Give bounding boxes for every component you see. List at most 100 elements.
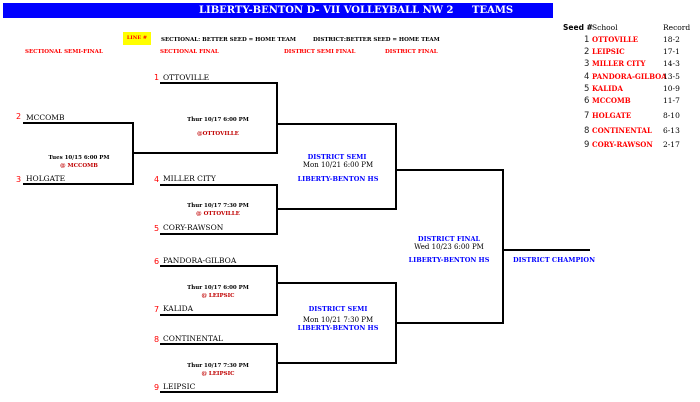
- team-name: OTTOVILLE: [163, 73, 210, 82]
- team-row-seed: 8: [584, 126, 590, 136]
- record-header: Record: [663, 23, 691, 32]
- team-row-school: MILLER CITY: [592, 59, 646, 68]
- game-time: Thur 10/17 6:00 PM: [187, 117, 249, 123]
- team-row-seed: 9: [584, 140, 590, 150]
- game-location: @ LEIPSIC: [201, 293, 235, 299]
- round-label: DISTRICT FINAL: [385, 49, 438, 55]
- bracket-line: [503, 249, 590, 251]
- district-semi-title: DISTRICT SEMI: [308, 305, 368, 313]
- game-time: Thur 10/17 7:30 PM: [187, 363, 249, 369]
- seed-number: 2: [16, 112, 22, 121]
- bracket-line: [396, 322, 504, 324]
- team-row-record: 11-7: [663, 96, 680, 105]
- game-location: @OTTOVILLE: [197, 131, 239, 137]
- team-row-record: 2-17: [663, 140, 680, 149]
- seed-number: 6: [154, 257, 160, 266]
- district-semi-location: LIBERTY-BENTON HS: [297, 175, 379, 183]
- seed-number: 3: [16, 175, 22, 184]
- bracket-line: [276, 82, 278, 154]
- team-name: PANDORA-GILBOA: [163, 256, 237, 265]
- line-number-legend: LINE #: [123, 32, 151, 45]
- team-row-seed: 7: [584, 111, 590, 121]
- district-semi-time: Mon 10/21 6:00 PM: [302, 161, 374, 169]
- page-title: LIBERTY-BENTON D- VII VOLLEYBALL NW 2: [199, 5, 454, 16]
- district-rule: DISTRICT:BETTER SEED = HOME TEAM: [313, 37, 440, 43]
- game-time: Thur 10/17 6:00 PM: [187, 285, 249, 291]
- team-row-record: 18-2: [663, 35, 680, 44]
- district-semi-title: DISTRICT SEMI: [307, 153, 367, 161]
- team-row-record: 13-5: [663, 72, 680, 81]
- team-row-record: 10-9: [663, 84, 680, 93]
- seed-number: 8: [154, 335, 160, 344]
- team-row-seed: 1: [584, 35, 590, 45]
- team-row-seed: 5: [584, 84, 590, 94]
- district-semi-location: LIBERTY-BENTON HS: [297, 324, 379, 332]
- game-location: @ OTTOVILLE: [196, 211, 240, 217]
- district-final-title: DISTRICT FINAL: [417, 235, 481, 243]
- team-name: CORY-RAWSON: [163, 223, 224, 232]
- bracket-line: [160, 184, 278, 186]
- bracket-line: [276, 343, 278, 393]
- team-row-school: CORY-RAWSON: [592, 140, 653, 149]
- seed-number: 7: [154, 305, 160, 314]
- team-row-record: 17-1: [663, 47, 680, 56]
- bracket-line: [160, 82, 278, 84]
- team-name: MILLER CITY: [163, 174, 216, 183]
- sectional-rule: SECTIONAL: BETTER SEED = HOME TEAM: [161, 37, 296, 43]
- district-champion-label: DISTRICT CHAMPION: [513, 256, 596, 264]
- round-label: SECTIONAL FINAL: [160, 49, 219, 55]
- team-name: LEIPSIC: [163, 382, 196, 391]
- team-row-record: 6-13: [663, 126, 680, 135]
- seed-number: 4: [154, 175, 160, 184]
- bracket-line: [160, 343, 278, 345]
- team-row-record: 14-3: [663, 59, 680, 68]
- bracket-line: [277, 123, 397, 125]
- game-location: @ LEIPSIC: [201, 371, 235, 377]
- team-row-school: CONTINENTAL: [592, 126, 652, 135]
- bracket-line: [133, 152, 278, 154]
- school-header: School: [592, 23, 618, 32]
- bracket-line: [277, 208, 397, 210]
- seed-header: Seed #: [563, 23, 593, 32]
- bracket-line: [160, 314, 278, 316]
- bracket-line: [277, 282, 397, 284]
- header-bar: [3, 3, 553, 18]
- bracket-line: [23, 122, 133, 124]
- round-label: DISTRICT SEMI FINAL: [284, 49, 356, 55]
- bracket-line: [276, 265, 278, 316]
- team-row-school: PANDORA-GILBOA: [592, 72, 667, 81]
- bracket-line: [396, 169, 504, 171]
- seed-number: 9: [154, 383, 160, 392]
- seed-number: 5: [154, 224, 160, 233]
- district-final-time: Wed 10/23 6:00 PM: [414, 243, 484, 251]
- teams-heading: TEAMS: [472, 5, 514, 16]
- seed-number: 1: [154, 73, 160, 82]
- team-row-seed: 3: [584, 59, 590, 69]
- bracket-line: [395, 123, 397, 210]
- game-time: Tues 10/15 6:00 PM: [48, 155, 110, 161]
- bracket-line: [160, 265, 278, 267]
- district-semi-time: Mon 10/21 7:30 PM: [302, 316, 374, 324]
- team-row-seed: 2: [584, 47, 590, 57]
- team-name: MCCOMB: [26, 113, 65, 122]
- round-label: SECTIONAL SEMI-FINAL: [25, 49, 103, 55]
- bracket-line: [277, 362, 397, 364]
- bracket-line: [502, 169, 504, 324]
- bracket-line: [160, 391, 278, 393]
- team-row-seed: 4: [584, 72, 590, 82]
- team-row-school: KALIDA: [592, 84, 623, 93]
- bracket-line: [23, 183, 133, 185]
- team-row-school: LEIPSIC: [592, 47, 625, 56]
- team-row-school: OTTOVILLE: [592, 35, 639, 44]
- bracket-line: [160, 233, 278, 235]
- district-final-location: LIBERTY-BENTON HS: [408, 256, 490, 264]
- game-location: @ MCCOMB: [60, 163, 98, 169]
- game-time: Thur 10/17 7:30 PM: [187, 203, 249, 209]
- team-name: CONTINENTAL: [163, 334, 224, 343]
- team-name: HOLGATE: [26, 174, 66, 183]
- team-row-record: 8-10: [663, 111, 680, 120]
- team-row-school: HOLGATE: [592, 111, 632, 120]
- team-row-school: MCCOMB: [592, 96, 631, 105]
- team-row-seed: 6: [584, 96, 590, 106]
